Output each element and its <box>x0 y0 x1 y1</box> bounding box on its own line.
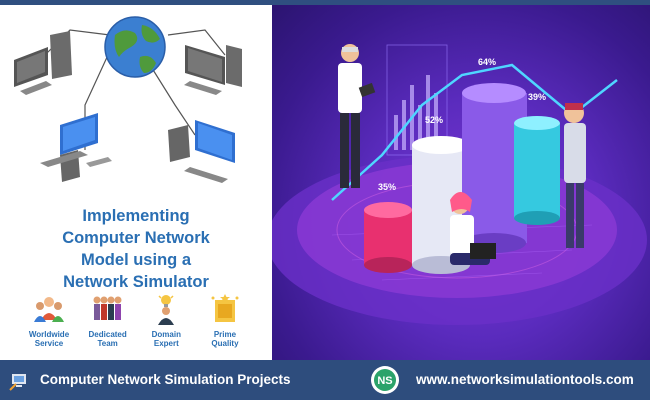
worldwide-people-icon <box>34 297 64 322</box>
illustration-panel: 35% 52% 64% 39% <box>272 5 650 360</box>
standing-man-figure <box>338 44 376 188</box>
ns-logo-icon: NS <box>371 366 399 394</box>
headline-line-2: Computer Network <box>62 229 210 247</box>
analytics-illustration: 35% 52% 64% 39% <box>272 44 647 325</box>
feature-label-line1: Prime <box>213 330 237 339</box>
computer-icon-top-left <box>14 31 72 95</box>
cylinder-pink <box>364 202 412 273</box>
network-diagram <box>14 16 242 183</box>
feature-dedicated-team: Dedicated Team <box>81 292 135 348</box>
team-icon <box>93 296 122 320</box>
feature-list: Worldwide Service Dedicated Team <box>22 292 252 348</box>
feature-label-line2: Service <box>34 339 64 348</box>
globe-icon <box>104 16 166 78</box>
headline-line-1: Implementing <box>82 207 190 225</box>
feature-label-line2: Team <box>97 339 118 348</box>
svg-text:NS: NS <box>377 375 392 387</box>
feature-label-line1: Domain <box>151 330 181 339</box>
computer-icon-bottom-left <box>40 113 112 182</box>
expert-lightbulb-icon <box>158 295 175 325</box>
label-64: 64% <box>478 57 496 67</box>
feature-label-line2: Quality <box>211 339 239 348</box>
label-39: 39% <box>528 92 546 102</box>
label-52: 52% <box>425 115 443 125</box>
footer-title: Computer Network Simulation Projects <box>40 372 291 387</box>
footer-bar: Computer Network Simulation Projects NS … <box>0 360 650 400</box>
top-strip <box>0 0 650 5</box>
seated-woman-figure <box>450 192 496 265</box>
feature-label-line1: Dedicated <box>88 330 127 339</box>
headline-line-4: Network Simulator <box>63 273 209 291</box>
footer-url[interactable]: www.networksimulationtools.com <box>416 372 634 387</box>
network-logo-icon <box>9 374 26 391</box>
left-panel: Implementing Computer Network Model usin… <box>0 5 272 360</box>
computer-icon-bottom-right <box>168 120 235 183</box>
feature-worldwide-service: Worldwide Service <box>22 292 76 348</box>
headline: Implementing Computer Network Model usin… <box>20 205 252 293</box>
computer-icon-top-right <box>184 45 242 95</box>
feature-label-line1: Worldwide <box>28 330 70 339</box>
label-35: 35% <box>378 182 396 192</box>
feature-prime-quality: Prime Quality <box>198 292 252 348</box>
vr-man-figure <box>564 103 586 248</box>
headline-line-3: Model using a <box>80 251 191 269</box>
feature-label-line2: Expert <box>153 339 179 348</box>
feature-domain-expert: Domain Expert <box>139 292 193 348</box>
quality-badge-icon <box>211 294 239 322</box>
cylinder-cyan <box>514 116 560 225</box>
